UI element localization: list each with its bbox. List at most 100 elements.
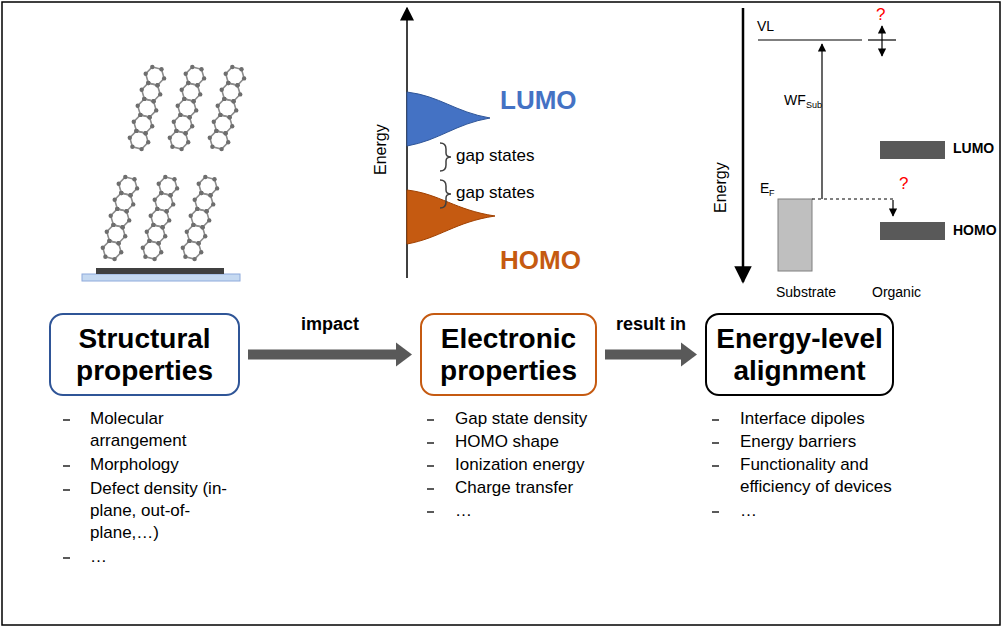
ring: [178, 99, 197, 117]
ring: [218, 99, 237, 117]
ring: [147, 225, 165, 243]
ring: [170, 131, 188, 149]
list-item: Interface dipoles: [740, 408, 930, 430]
fermi-level: [812, 199, 893, 200]
atom: [150, 65, 154, 69]
list-item: Gap state density: [455, 408, 625, 430]
atom: [172, 120, 176, 124]
atom: [156, 241, 160, 245]
atom: [132, 120, 136, 124]
atom: [124, 209, 128, 213]
atom: [132, 177, 136, 181]
atom: [163, 175, 167, 179]
atom: [186, 81, 190, 85]
atom: [119, 191, 123, 195]
diagram-label: Energy: [712, 162, 730, 213]
atom: [219, 147, 223, 151]
atom: [164, 209, 168, 213]
box-title: Structural properties: [59, 323, 230, 387]
vacuum-level: [758, 39, 862, 40]
diagram-label: HOMO: [953, 222, 997, 238]
bullet-dash: [63, 465, 70, 466]
diagram-label: ?: [876, 5, 885, 25]
atom: [181, 246, 185, 250]
diagram-label: Sub: [806, 100, 822, 110]
list-item: Ionization energy: [455, 454, 625, 476]
list-item: Energy barriers: [740, 431, 930, 453]
bullet-dash: [712, 442, 719, 443]
atom: [214, 129, 218, 133]
ring: [186, 67, 204, 85]
atom: [155, 207, 159, 211]
list-item: Molecular arrangement: [90, 408, 220, 452]
arrow-label: impact: [298, 314, 362, 335]
atom: [158, 92, 162, 96]
atom: [157, 182, 161, 186]
atom: [203, 234, 207, 238]
atom: [185, 230, 189, 234]
diagram-label: VL: [757, 18, 774, 34]
shift-arrow: [892, 200, 893, 216]
atom: [138, 113, 142, 117]
atom: [174, 129, 178, 133]
atom: [223, 131, 227, 135]
atom: [196, 241, 200, 245]
atom: [124, 209, 128, 213]
atom: [128, 193, 132, 197]
atom: [151, 223, 155, 227]
atom: [116, 241, 120, 245]
atom: [198, 92, 202, 96]
atom: [143, 131, 147, 135]
list-item: Defect density (in-plane, out-of-plane,……: [90, 478, 240, 544]
list-item: Functionality and efficiency of devices: [740, 454, 910, 498]
atom: [204, 209, 208, 213]
atom: [220, 88, 224, 92]
atom: [211, 202, 215, 206]
atom: [187, 115, 191, 119]
atom: [222, 97, 226, 101]
atom: [164, 209, 168, 213]
atom: [135, 186, 139, 190]
atom: [119, 191, 123, 195]
atom: [194, 108, 198, 112]
atom: [140, 88, 144, 92]
atom: [230, 65, 234, 69]
atom: [139, 147, 143, 151]
atom: [187, 115, 191, 119]
atom: [112, 257, 116, 261]
diagram-label: LUMO: [500, 86, 577, 116]
bullet-dash: [427, 442, 434, 443]
atom: [227, 115, 231, 119]
atom: [175, 186, 179, 190]
energy-axis: [742, 8, 745, 282]
ring: [195, 193, 214, 211]
atom: [218, 113, 222, 117]
atom: [146, 81, 150, 85]
bullet-dash: [427, 511, 434, 512]
atom: [191, 223, 195, 227]
ring: [103, 241, 121, 259]
ring: [138, 99, 157, 117]
ring: [226, 67, 244, 85]
atom: [107, 239, 111, 243]
atom: [234, 108, 238, 112]
bullet-dash: [63, 419, 70, 420]
diagram-label: gap states: [456, 183, 534, 203]
atom: [242, 76, 246, 80]
atom: [183, 255, 187, 259]
atom: [109, 214, 113, 218]
shift-arrow: [881, 40, 882, 56]
ring: [146, 67, 164, 85]
atom: [120, 225, 124, 229]
atom: [134, 129, 138, 133]
atom: [235, 83, 239, 87]
atom: [200, 225, 204, 229]
atom: [183, 131, 187, 135]
atom: [187, 239, 191, 243]
ring: [210, 131, 228, 149]
atom: [218, 113, 222, 117]
ring: [174, 115, 192, 133]
atom: [208, 136, 212, 140]
diagram-label: gap states: [456, 146, 534, 166]
atom: [144, 72, 148, 76]
